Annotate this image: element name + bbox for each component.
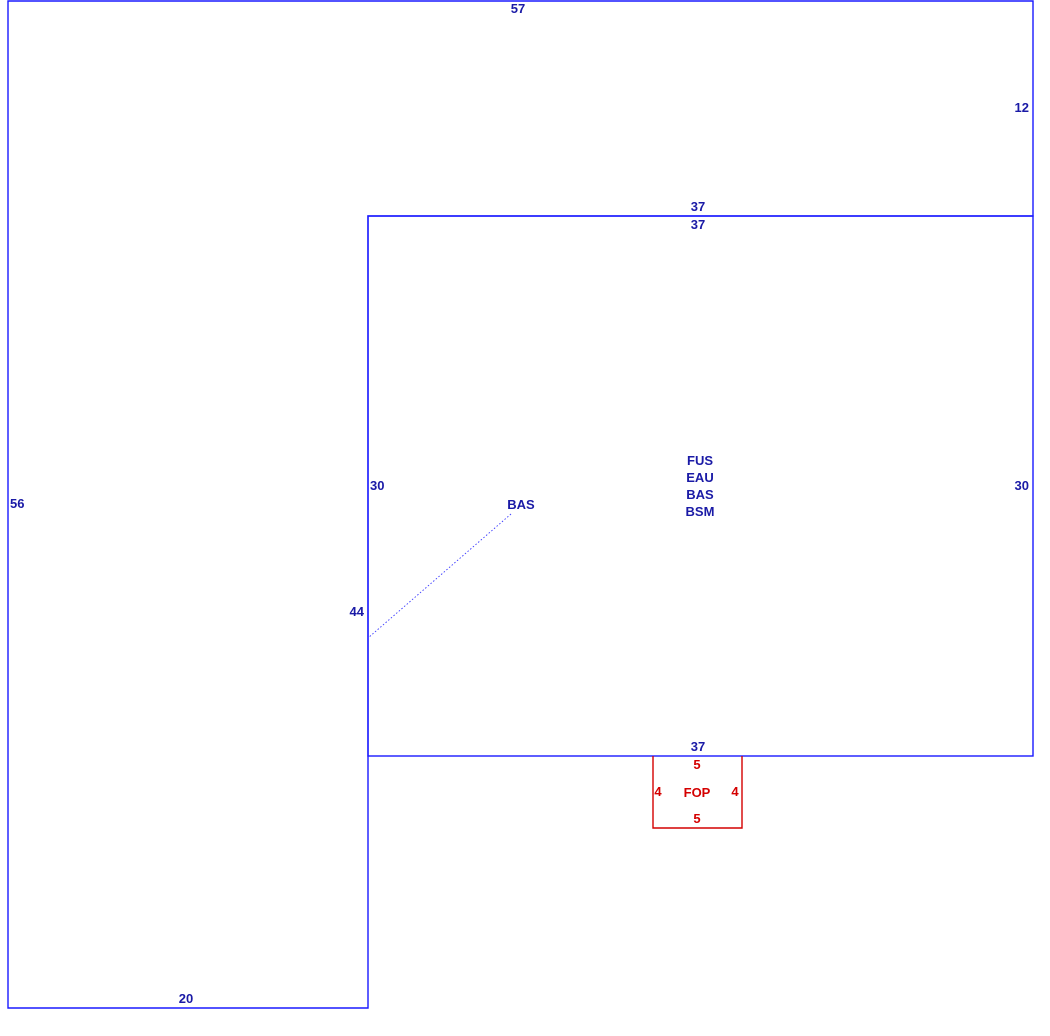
outer-dim-bottom: 20 [179,991,193,1006]
porch-dim-top: 5 [693,757,700,772]
bas-leader-line [367,513,512,639]
upper-area-outline [367,215,1034,757]
upper-dim-left: 30 [370,478,384,493]
upper-dim-bottom: 37 [691,739,705,754]
outer-dim-top: 57 [511,1,525,16]
upper-dim-right: 30 [1015,478,1029,493]
upper-dim-top-outer: 37 [691,199,705,214]
porch-dim-right: 4 [731,784,739,799]
outer-dim-right-upper: 12 [1015,100,1029,115]
porch-dim-bottom: 5 [693,811,700,826]
outer-dim-left: 56 [10,496,24,511]
upper-area-label-2: EAU [686,470,713,485]
upper-area-label-3: BAS [686,487,714,502]
upper-area-label-4: BSM [686,504,715,519]
porch-outline [652,756,743,829]
outer-area-label: BAS [507,497,535,512]
upper-area-label-1: FUS [687,453,713,468]
porch-dim-left: 4 [654,784,662,799]
upper-dim-top-inner: 37 [691,217,705,232]
porch-label: FOP [684,785,711,800]
outer-dim-inner-left: 44 [350,604,365,619]
